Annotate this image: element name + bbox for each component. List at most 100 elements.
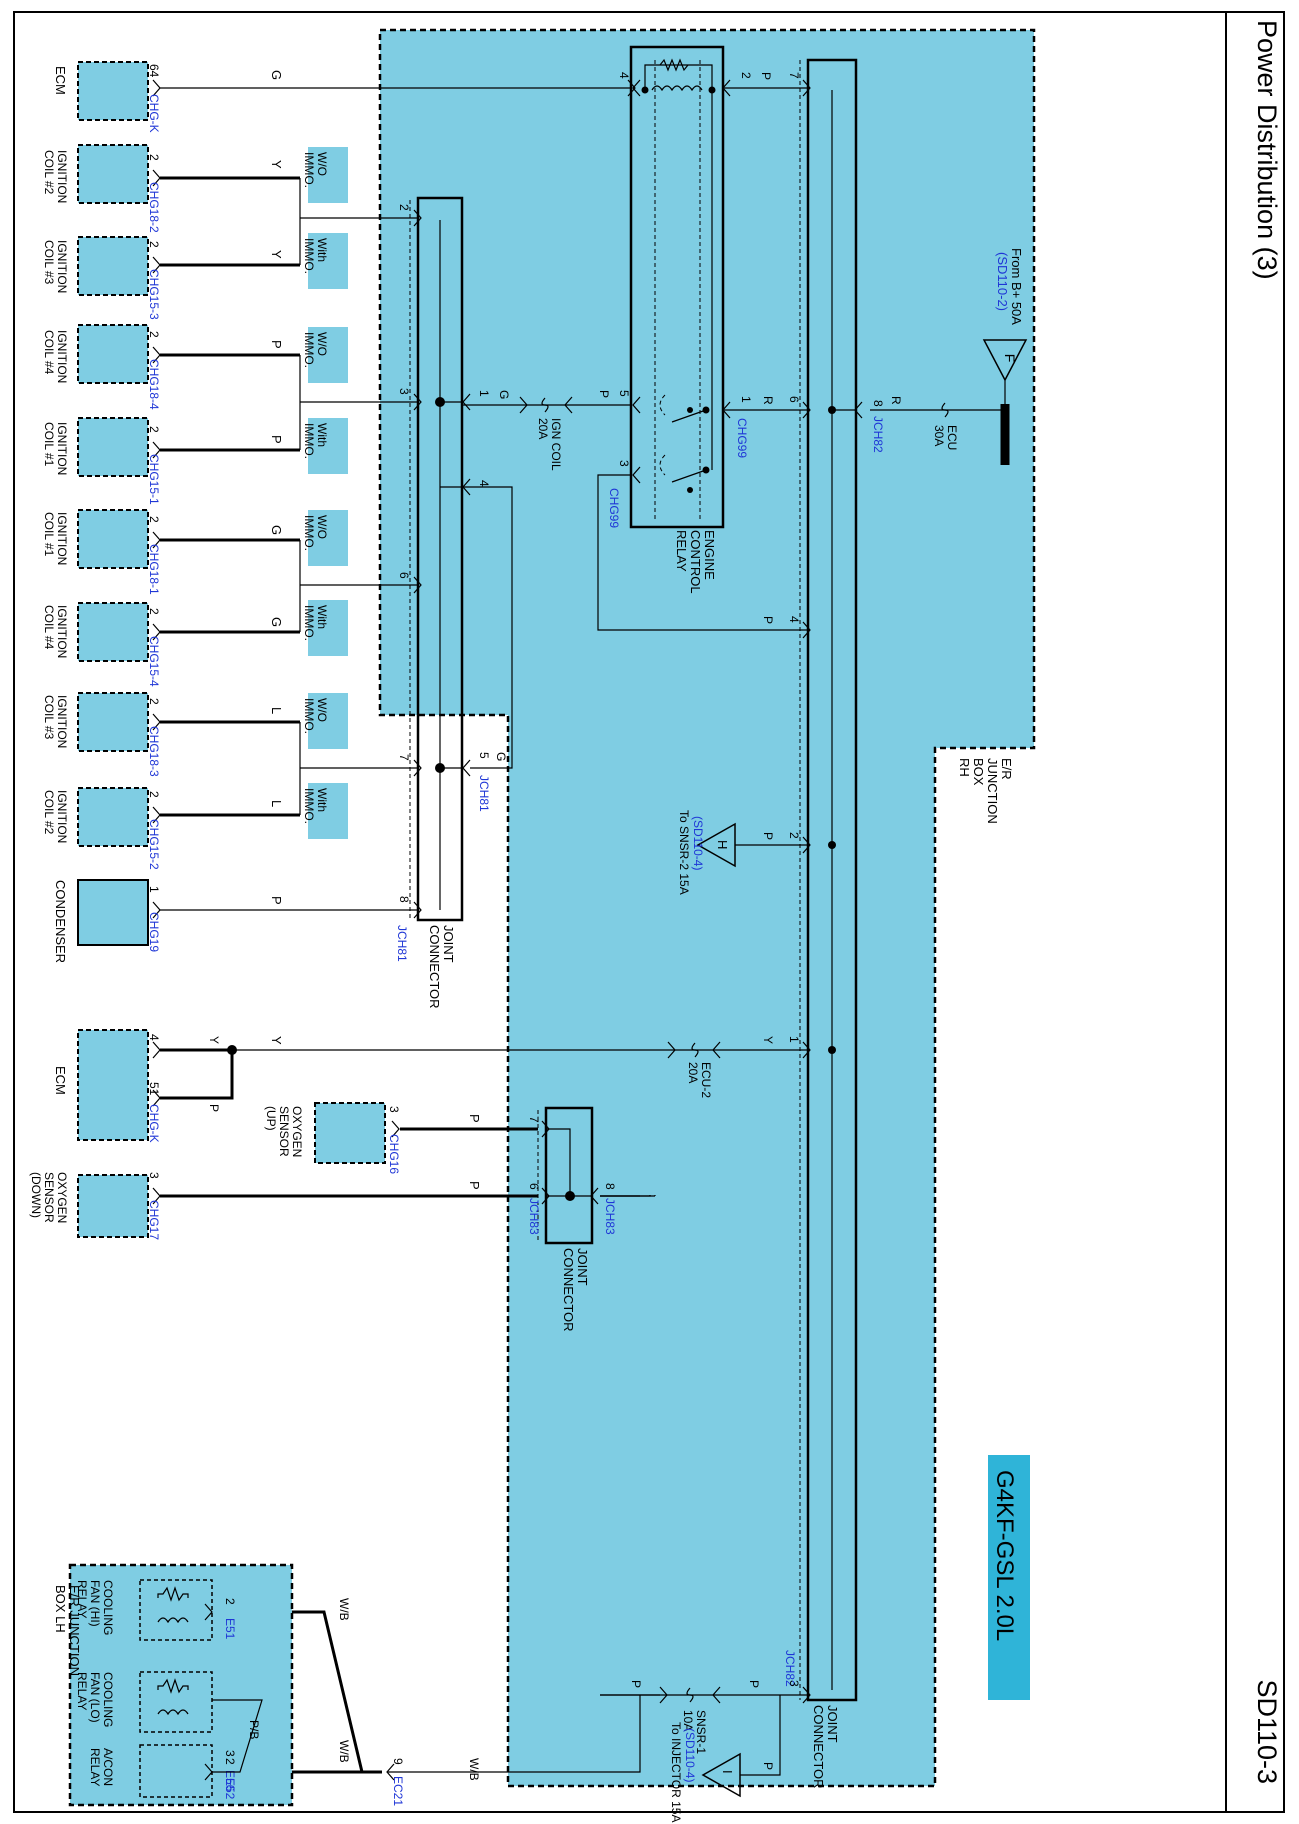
junction-box-rh-label: E/R JUNCTION BOX RH <box>957 758 1014 824</box>
svg-text:CHG19: CHG19 <box>147 912 161 952</box>
svg-text:P/B: P/B <box>247 1720 261 1739</box>
svg-text:2: 2 <box>787 832 801 839</box>
svg-text:2: 2 <box>147 698 161 705</box>
svg-text:CHG18-1: CHG18-1 <box>147 544 161 595</box>
svg-text:(DOWN): (DOWN) <box>29 1172 43 1218</box>
svg-text:P: P <box>747 1680 761 1688</box>
svg-text:CHG15-1: CHG15-1 <box>147 454 161 505</box>
junction-box-rh <box>378 28 1036 1788</box>
snsr1-fuse-label: SNSR-1 <box>694 1710 708 1754</box>
svg-text:CONDENSER: CONDENSER <box>53 880 68 963</box>
ref-f-letter: F <box>1002 354 1018 363</box>
svg-text:CHG18-2: CHG18-2 <box>147 182 161 233</box>
svg-text:RELAY: RELAY <box>88 1748 102 1786</box>
svg-text:3: 3 <box>617 460 631 467</box>
svg-text:IGNITION: IGNITION <box>55 330 69 383</box>
svg-text:CONNECTOR: CONNECTOR <box>811 1705 826 1789</box>
svg-text:FAN (HI): FAN (HI) <box>88 1580 102 1627</box>
svg-text:IMMO.: IMMO. <box>302 605 316 641</box>
svg-text:Y: Y <box>269 1036 284 1045</box>
ecu-fuse <box>941 402 949 418</box>
svg-text:CHG18-3: CHG18-3 <box>147 726 161 777</box>
svg-text:2: 2 <box>223 1758 237 1765</box>
svg-text:64: 64 <box>147 64 161 78</box>
svg-text:COIL #3: COIL #3 <box>42 695 56 740</box>
svg-text:IGNITION: IGNITION <box>55 512 69 565</box>
svg-text:P: P <box>269 435 284 444</box>
jch81-connector-top: JCH81 <box>477 775 491 812</box>
svg-text:(SD110-2): (SD110-2) <box>995 252 1010 311</box>
svg-text:20A: 20A <box>536 418 550 439</box>
svg-text:G: G <box>497 390 511 399</box>
ref-h-symbol <box>696 822 736 868</box>
svg-text:10A: 10A <box>681 1710 695 1731</box>
svg-text:IMMO.: IMMO. <box>302 698 316 734</box>
svg-text:I: I <box>720 1770 735 1774</box>
ign-coil-fuse <box>541 397 549 413</box>
svg-text:30A: 30A <box>932 425 946 446</box>
svg-text:W/B: W/B <box>337 1598 351 1621</box>
svg-text:IGNITION: IGNITION <box>55 695 69 748</box>
svg-text:4: 4 <box>147 1034 161 1041</box>
jch82-label: JOINT <box>825 1705 840 1743</box>
svg-text:3: 3 <box>787 1680 801 1687</box>
svg-text:20A: 20A <box>686 1062 700 1083</box>
svg-text:Y: Y <box>207 1036 221 1044</box>
svg-text:IMMO.: IMMO. <box>302 788 316 824</box>
ref-i-symbol <box>701 1752 741 1798</box>
svg-text:With: With <box>315 605 329 629</box>
svg-text:IGNITION: IGNITION <box>55 150 69 203</box>
supply-from-label: From B+ 50A (SD110-2) <box>995 248 1024 325</box>
svg-text:A/CON: A/CON <box>101 1748 115 1786</box>
svg-text:P: P <box>761 1762 775 1770</box>
svg-text:COIL #1: COIL #1 <box>42 422 56 467</box>
svg-text:IGNITION: IGNITION <box>55 790 69 843</box>
svg-text:W/O: W/O <box>315 515 329 539</box>
svg-text:R: R <box>889 396 903 405</box>
svg-text:E51: E51 <box>223 1618 237 1640</box>
svg-text:3: 3 <box>147 1172 161 1179</box>
svg-text:3: 3 <box>223 1750 237 1757</box>
svg-text:W/O: W/O <box>315 698 329 722</box>
model-badge-text: G4KF-GSL 2.0L <box>991 1470 1018 1641</box>
svg-text:With: With <box>315 238 329 262</box>
svg-text:2: 2 <box>147 241 161 248</box>
svg-text:COIL #4: COIL #4 <box>42 605 56 650</box>
svg-text:RELAY: RELAY <box>674 530 689 572</box>
svg-text:W/B: W/B <box>467 1758 481 1781</box>
svg-text:6: 6 <box>397 572 411 579</box>
svg-text:IGNITION: IGNITION <box>55 605 69 658</box>
svg-text:Y: Y <box>269 160 284 169</box>
svg-text:E56: E56 <box>223 1770 237 1792</box>
svg-text:IMMO.: IMMO. <box>302 423 316 459</box>
wire-wb-feed <box>388 1695 641 1773</box>
jch81-label: JOINT <box>441 925 456 963</box>
svg-text:CHG18-4: CHG18-4 <box>147 359 161 410</box>
svg-text:5: 5 <box>617 390 631 397</box>
svg-text:P: P <box>759 72 773 80</box>
svg-text:W/O: W/O <box>315 332 329 356</box>
svg-text:2: 2 <box>147 791 161 798</box>
ec21-connector: EC21 <box>391 1776 405 1806</box>
ecu2-fuse <box>691 1042 699 1058</box>
svg-text:2: 2 <box>223 1598 237 1605</box>
svg-text:4: 4 <box>787 616 801 623</box>
svg-text:6: 6 <box>527 1183 541 1190</box>
svg-text:IMMO.: IMMO. <box>302 152 316 188</box>
joint-connector-jch82 <box>806 58 858 1702</box>
svg-text:3: 3 <box>397 388 411 395</box>
svg-text:From B+ 50A: From B+ 50A <box>1009 248 1024 325</box>
jch83-connector-right: JCH83 <box>603 1198 617 1235</box>
joint-connector-jch81 <box>416 196 464 922</box>
ecu-fuse-label: ECU <box>945 425 959 450</box>
svg-text:With: With <box>315 423 329 447</box>
